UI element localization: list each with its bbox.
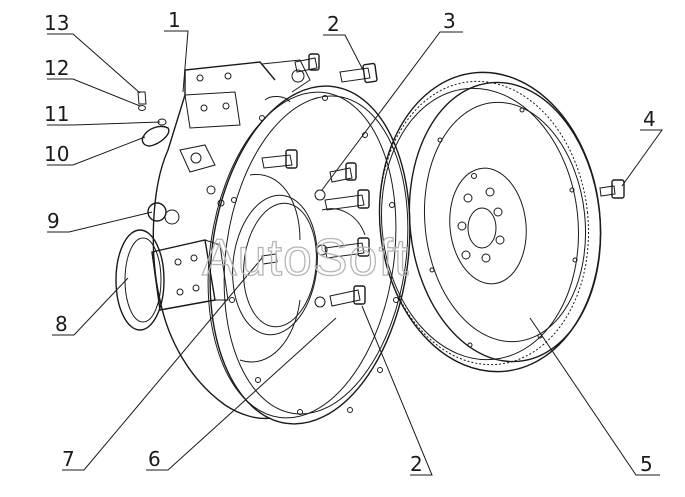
callout-5: 5 bbox=[640, 452, 653, 476]
bolt-mid-4 bbox=[324, 237, 370, 259]
flywheel bbox=[378, 71, 602, 373]
housing-bolts bbox=[261, 53, 378, 308]
callout-9: 9 bbox=[47, 209, 60, 233]
bolt-mid-3 bbox=[324, 189, 370, 211]
bolt-part-13 bbox=[137, 91, 147, 105]
plug-part-9 bbox=[147, 202, 180, 225]
bolt-mid-2 bbox=[329, 162, 357, 183]
bolt-mid-5 bbox=[329, 285, 366, 307]
bolt-mid-1 bbox=[261, 149, 298, 169]
bolt-top-left bbox=[294, 53, 320, 73]
callout-8: 8 bbox=[55, 312, 68, 336]
callout-6: 6 bbox=[148, 447, 161, 471]
bolt-top bbox=[339, 62, 378, 84]
watermark: AutoSoft bbox=[202, 229, 409, 287]
callout-3: 3 bbox=[443, 9, 456, 33]
fitting-part-10 bbox=[141, 125, 170, 147]
callout-11: 11 bbox=[44, 102, 69, 126]
callout-2-bottom: 2 bbox=[410, 452, 423, 476]
callout-13: 13 bbox=[44, 11, 69, 35]
inspection-cover bbox=[115, 229, 165, 331]
callout-7: 7 bbox=[62, 447, 75, 471]
flywheel-bolt-part-4 bbox=[599, 179, 625, 199]
washer-part-12 bbox=[138, 105, 146, 111]
leader-lines bbox=[47, 30, 663, 476]
callout-2-top: 2 bbox=[327, 12, 340, 36]
callout-12: 12 bbox=[44, 56, 69, 80]
flywheel-bolt-holes bbox=[429, 107, 578, 348]
callout-labels: 1 2 2 3 4 5 6 7 8 9 10 11 12 13 bbox=[44, 8, 656, 476]
callout-10: 10 bbox=[44, 142, 69, 166]
callout-1: 1 bbox=[168, 8, 181, 32]
callout-4: 4 bbox=[643, 107, 656, 131]
